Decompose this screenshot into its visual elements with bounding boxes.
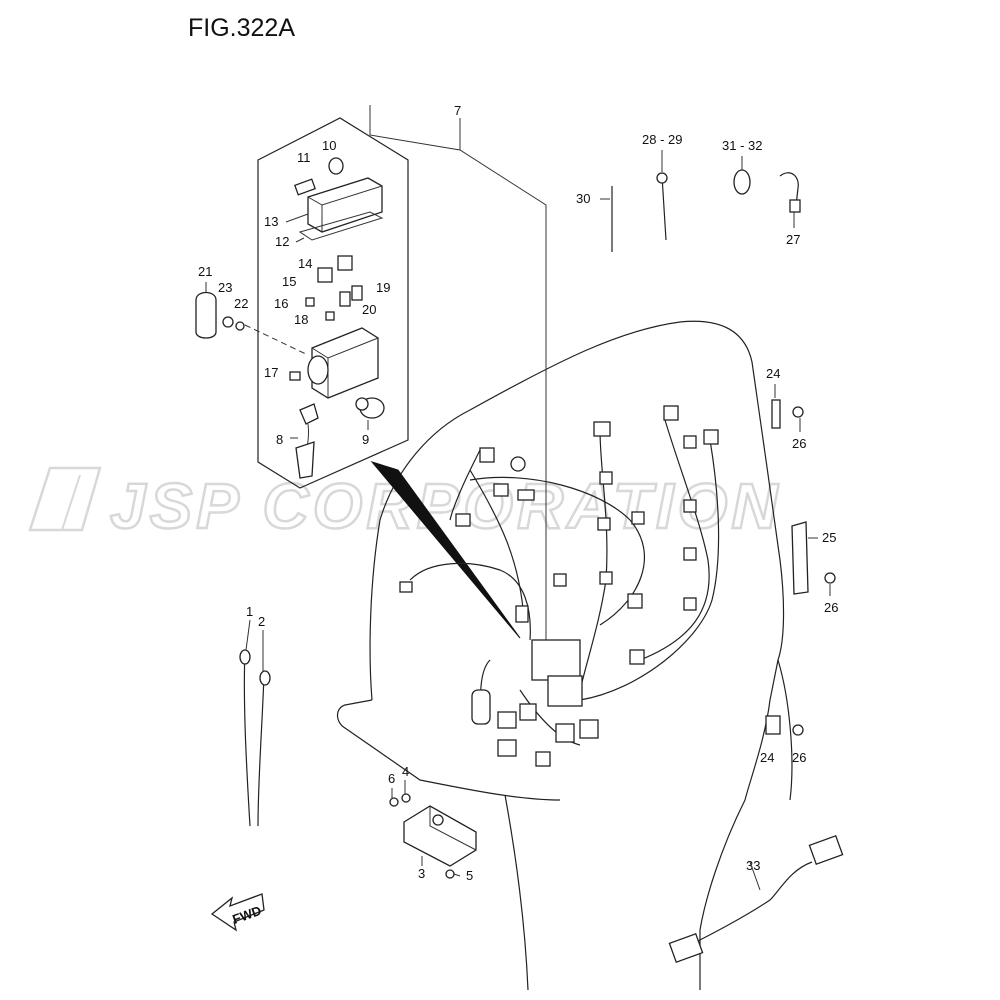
figure-title: FIG.322A bbox=[188, 14, 295, 42]
callout-leaders bbox=[205, 150, 831, 891]
callout-12: 12 bbox=[275, 234, 289, 249]
leader-7 bbox=[369, 105, 547, 640]
callout-16: 16 bbox=[274, 296, 288, 311]
callout-20: 20 bbox=[362, 302, 376, 317]
callout-33: 33 bbox=[746, 858, 760, 873]
main-wire-harness bbox=[399, 405, 720, 767]
callout-31-32: 31 - 32 bbox=[722, 138, 762, 153]
callout-2: 2 bbox=[258, 614, 265, 629]
callout-18: 18 bbox=[294, 312, 308, 327]
right-small-parts bbox=[611, 169, 836, 736]
callout-27: 27 bbox=[786, 232, 800, 247]
callout-13: 13 bbox=[264, 214, 278, 229]
callout-30: 30 bbox=[576, 191, 590, 206]
callout-23: 23 bbox=[218, 280, 232, 295]
callout-9: 9 bbox=[362, 432, 369, 447]
callout-24-lower: 24 bbox=[760, 750, 774, 765]
callout-15: 15 bbox=[282, 274, 296, 289]
callout-7: 7 bbox=[454, 103, 461, 118]
callout-26-lower: 26 bbox=[792, 750, 806, 765]
watermark-text: JSP CORPORATION bbox=[110, 470, 782, 542]
callout-24-upper: 24 bbox=[766, 366, 780, 381]
callout-21: 21 bbox=[198, 264, 212, 279]
callout-28-29: 28 - 29 bbox=[642, 132, 682, 147]
callout-10: 10 bbox=[322, 138, 336, 153]
fwd-arrow-icon bbox=[210, 893, 265, 932]
battery-cables bbox=[239, 619, 271, 827]
callout-26-middle: 26 bbox=[824, 600, 838, 615]
bracket-3 bbox=[389, 793, 477, 879]
callout-19: 19 bbox=[376, 280, 390, 295]
cap-21-group bbox=[195, 291, 245, 339]
callout-14: 14 bbox=[298, 256, 312, 271]
callout-1: 1 bbox=[246, 604, 253, 619]
harness-33 bbox=[668, 834, 844, 964]
relay-box-inset bbox=[244, 117, 521, 639]
callout-8: 8 bbox=[276, 432, 283, 447]
callout-17: 17 bbox=[264, 365, 278, 380]
engine-cowling bbox=[336, 320, 793, 991]
watermark-logo bbox=[28, 466, 102, 532]
callout-25: 25 bbox=[822, 530, 836, 545]
callout-4: 4 bbox=[402, 764, 409, 779]
callout-6: 6 bbox=[388, 771, 395, 786]
callout-11: 11 bbox=[297, 150, 311, 165]
callout-3: 3 bbox=[418, 866, 425, 881]
callout-26-upper: 26 bbox=[792, 436, 806, 451]
callout-22: 22 bbox=[234, 296, 248, 311]
callout-5: 5 bbox=[466, 868, 473, 883]
